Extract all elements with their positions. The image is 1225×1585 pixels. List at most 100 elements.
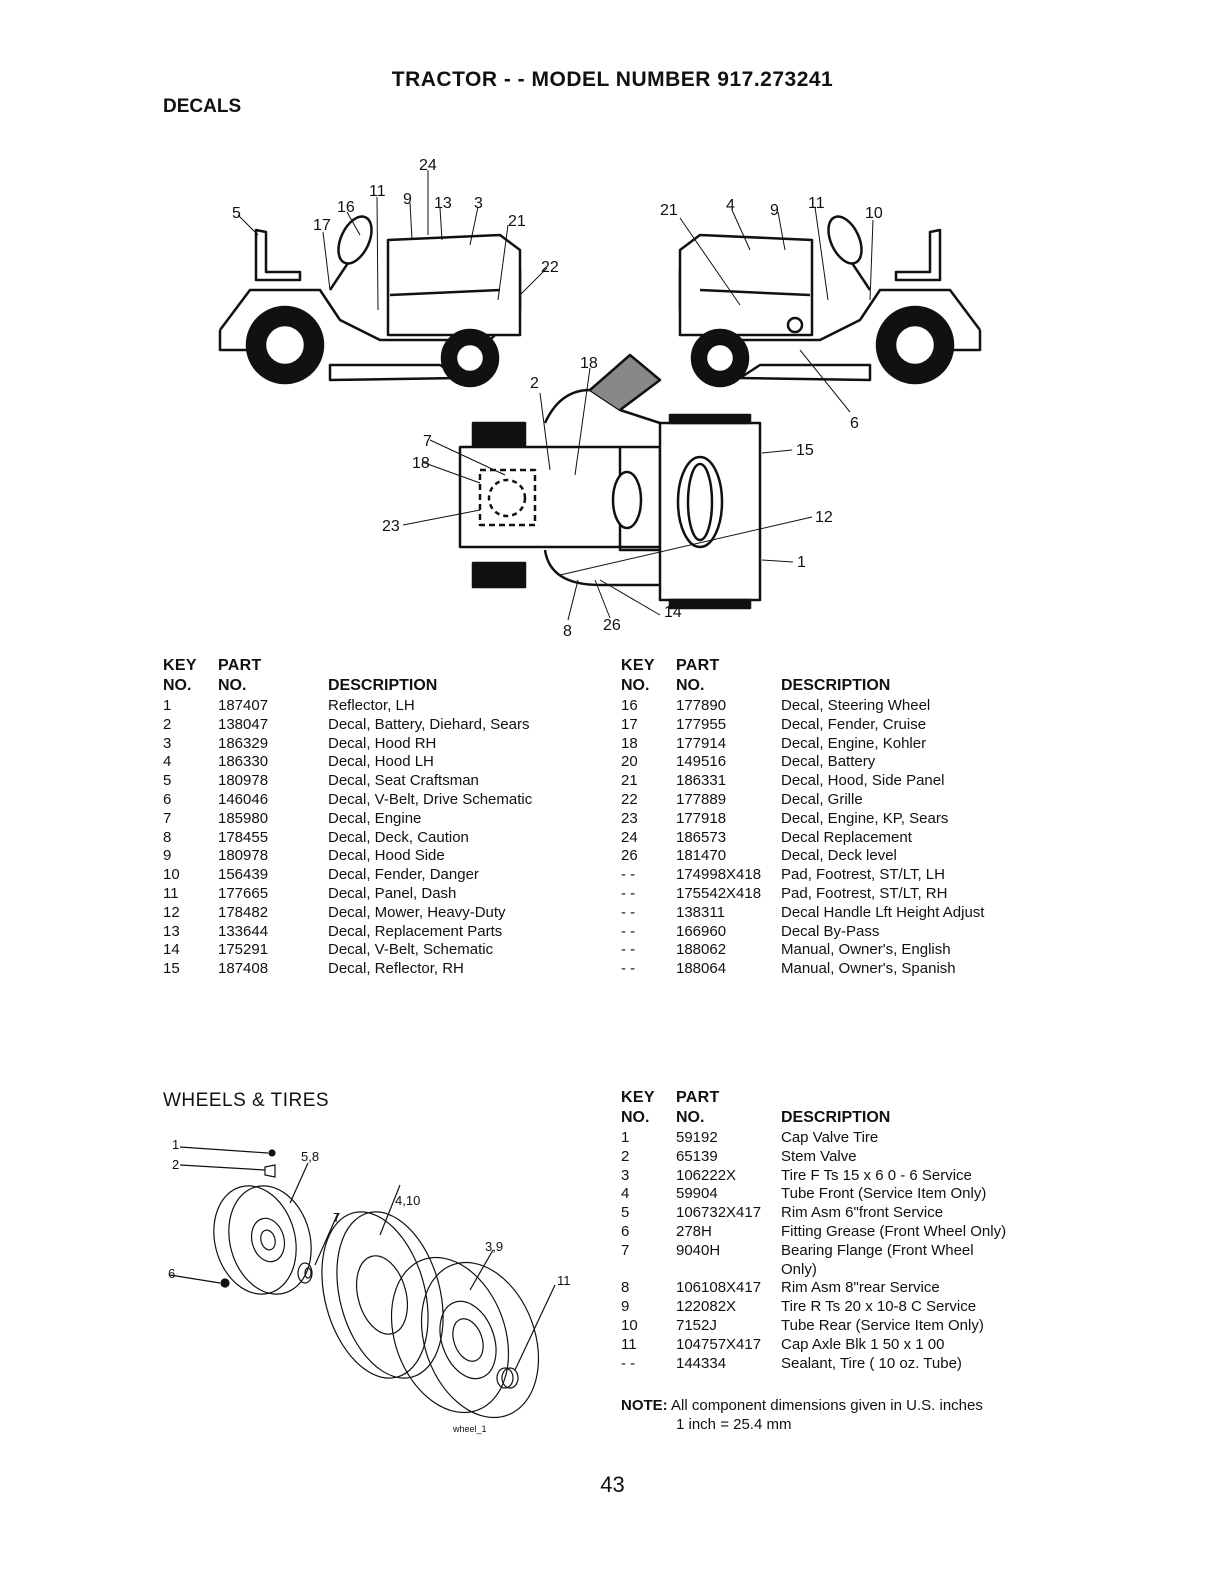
description: Decal, Mower, Heavy-Duty <box>328 903 506 921</box>
description: Only) <box>781 1260 817 1278</box>
key-no: 24 <box>621 828 638 846</box>
part-no: 149516 <box>676 753 727 771</box>
decals-diagram: 5 17 16 11 9 24 13 3 21 22 21 4 9 11 10 … <box>218 157 982 640</box>
callout-6: 6 <box>850 415 859 432</box>
part-no: 138311 <box>676 903 725 921</box>
part-no: 177665 <box>218 884 269 902</box>
wheels-diagram: 1 2 5,8 4,10 7 3,9 11 6 wheel_1 <box>168 1137 571 1434</box>
callout-7: 7 <box>423 433 432 450</box>
description: Decal By-Pass <box>781 922 880 940</box>
callout-4-10: 4,10 <box>395 1193 420 1208</box>
callout-3: 3 <box>474 195 483 212</box>
key-no: - - <box>621 922 636 940</box>
callout-21-left: 21 <box>508 213 526 230</box>
col-key-no: NO. <box>621 677 650 694</box>
page-title: TRACTOR - - MODEL NUMBER 917.273241 <box>391 68 834 91</box>
description: Pad, Footrest, ST/LT, RH <box>781 884 948 902</box>
part-no: 188062 <box>676 941 727 959</box>
part-no: 65139 <box>676 1147 718 1165</box>
key-no <box>621 1261 676 1280</box>
key-no: 26 <box>621 847 638 865</box>
key-no: 1 <box>163 697 172 714</box>
part-no: 138047 <box>218 715 269 733</box>
key-no: 8 <box>621 1279 630 1297</box>
key-no: - - <box>621 960 636 978</box>
description: Cap Axle Blk 1 50 x 1 00 <box>781 1335 945 1353</box>
key-no: 11 <box>163 884 179 902</box>
part-no: 175542X418 <box>676 884 762 902</box>
key-no: 7 <box>163 809 172 827</box>
col-part-no: NO. <box>676 677 705 694</box>
callout-2: 2 <box>172 1157 179 1172</box>
key-no: 10 <box>621 1316 638 1334</box>
callout-1: 1 <box>172 1137 179 1152</box>
part-no: 106108X417 <box>676 1279 762 1297</box>
col-key-no: NO. <box>621 1109 650 1126</box>
description: Decal, Grille <box>781 790 863 808</box>
key-no: 7 <box>621 1241 630 1259</box>
key-no: 2 <box>163 715 172 733</box>
part-no: 106222X <box>676 1166 737 1184</box>
part-no: 181470 <box>676 847 727 865</box>
part-no: 186573 <box>676 828 727 846</box>
col-description: DESCRIPTION <box>781 1109 891 1126</box>
description: Decal, V-Belt, Schematic <box>328 941 494 959</box>
description: Decal, Deck, Caution <box>328 828 469 846</box>
description: Tire R Ts 20 x 10-8 C Service <box>781 1298 977 1316</box>
key-no: 9 <box>163 847 172 865</box>
key-no: - - <box>621 941 636 959</box>
key-no: 3 <box>621 1166 630 1184</box>
col-key-no: NO. <box>163 677 192 694</box>
part-no: 178482 <box>218 903 269 921</box>
col-description: DESCRIPTION <box>781 677 891 694</box>
part-no <box>676 1261 781 1280</box>
description: Decal, Battery <box>781 753 876 771</box>
callout-9-right: 9 <box>770 202 779 219</box>
description: Decal, Seat Craftsman <box>328 772 479 790</box>
units-note: NOTE: All component dimensions given in … <box>621 1396 983 1415</box>
description: Stem Valve <box>781 1147 857 1165</box>
description: Decal, Fender, Cruise <box>781 715 927 733</box>
note-label: NOTE: <box>621 1397 668 1414</box>
description: Reflector, LH <box>328 697 415 714</box>
table-row: 26 181470 Decal, Deck level <box>621 847 984 866</box>
wheel-callouts: 1 2 5,8 4,10 7 3,9 11 6 wheel_1 <box>168 1137 571 1434</box>
part-no: 178455 <box>218 828 269 846</box>
callout-15: 15 <box>796 442 814 459</box>
key-no: 21 <box>621 772 638 790</box>
callout-24: 24 <box>419 157 437 174</box>
description: Cap Valve Tire <box>781 1129 879 1146</box>
description: Tube Rear (Service Item Only) <box>781 1316 984 1334</box>
description: Decal, V-Belt, Drive Schematic <box>328 790 533 808</box>
callout-26: 26 <box>603 617 621 634</box>
description: Fitting Grease (Front Wheel Only) <box>781 1222 1007 1240</box>
description: Decal, Hood RH <box>328 734 437 752</box>
description: Decal Handle Lft Height Adjust <box>781 903 985 921</box>
description: Decal, Deck level <box>781 847 897 865</box>
part-no: 177890 <box>676 697 727 714</box>
callout-9-left: 9 <box>403 191 412 208</box>
col-part-no: NO. <box>676 1109 705 1126</box>
key-no: 14 <box>163 941 180 959</box>
col-key-label: KEY <box>621 1089 655 1106</box>
